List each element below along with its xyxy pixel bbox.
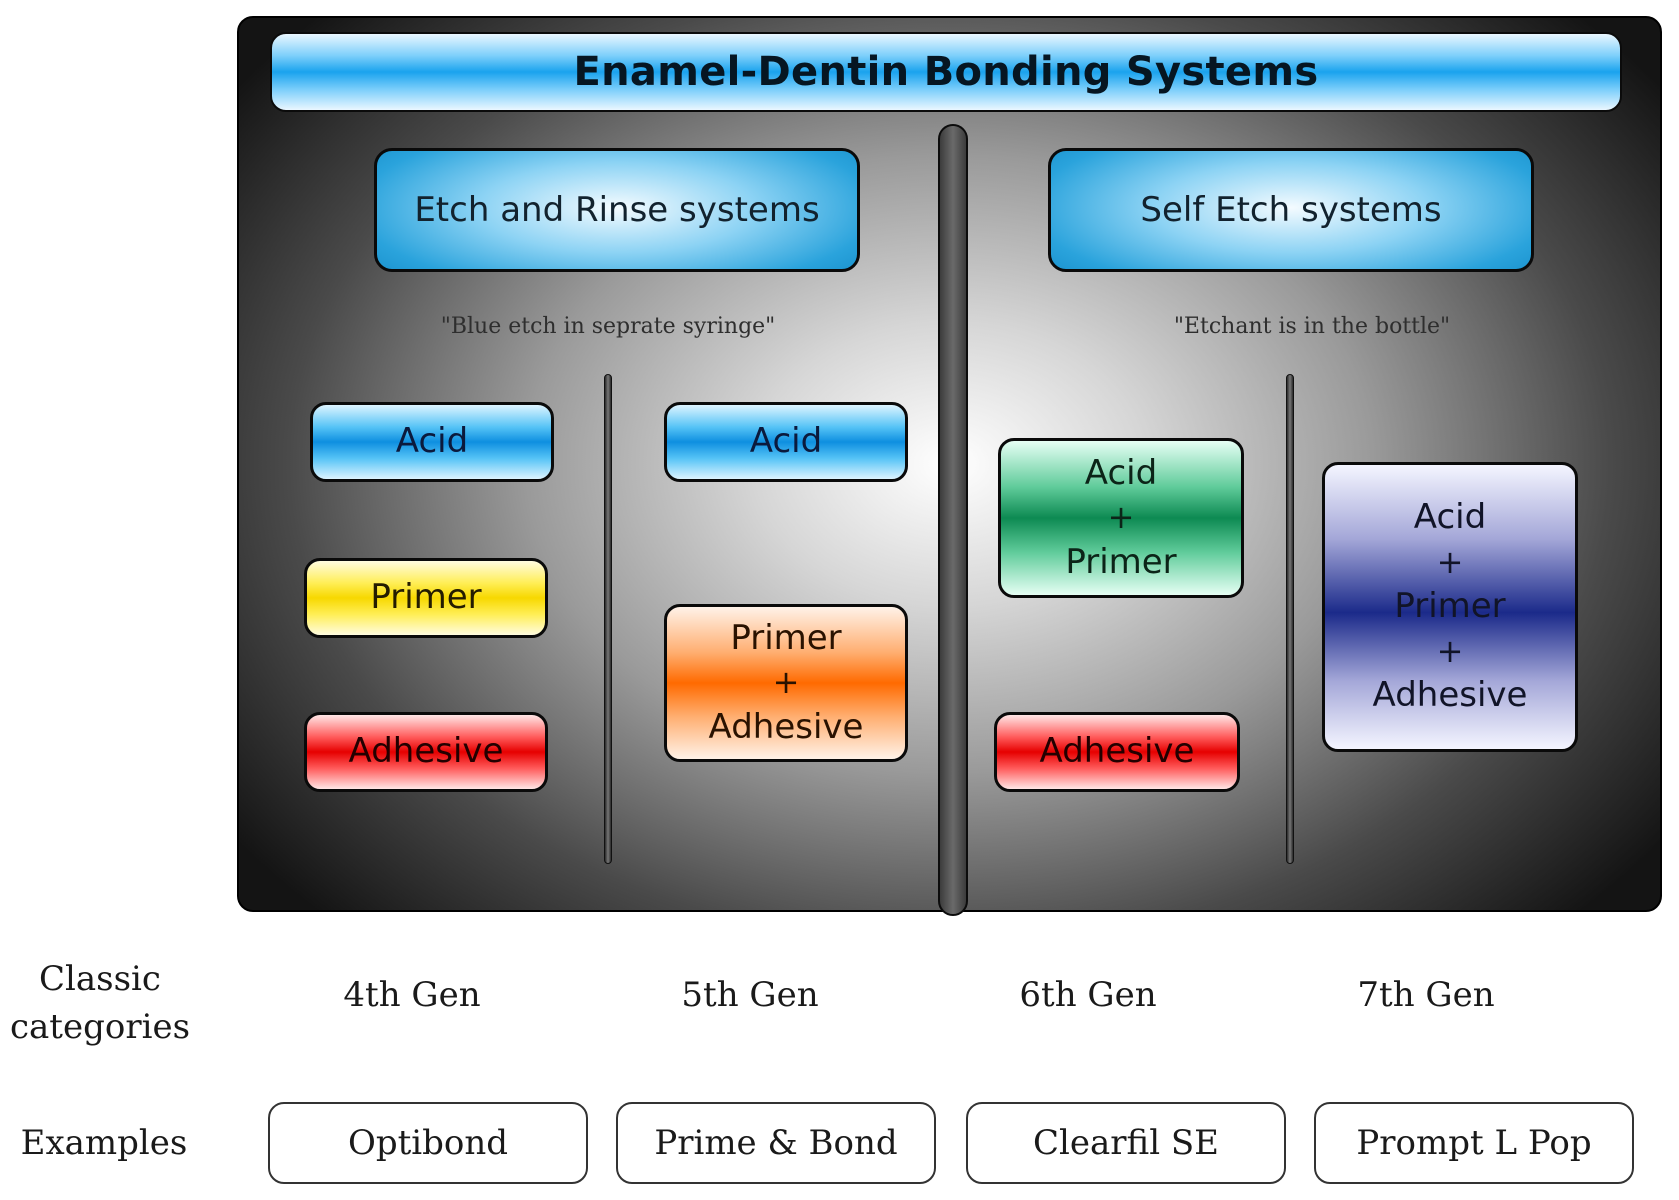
gen7-all-in-one-pill: Acid + Primer + Adhesive <box>1322 462 1578 752</box>
self-etch-systems-box: Self Etch systems <box>1048 148 1534 272</box>
classic-label-line2: categories <box>9 1006 191 1047</box>
gen6-plus-sign: + <box>1107 498 1135 537</box>
gen4-primer-pill: Primer <box>304 558 548 638</box>
gen7-primer-label: Primer <box>1394 586 1506 627</box>
gen4-adhesive-label: Adhesive <box>348 731 504 772</box>
gen7-plus-sign-1: + <box>1436 542 1464 581</box>
gen4-acid-pill: Acid <box>310 402 554 482</box>
gen5-acid-label: Acid <box>749 421 823 462</box>
gen5-adhesive-label: Adhesive <box>708 706 864 747</box>
gen6-acid-label: Acid <box>1084 452 1158 493</box>
gen5-plus-sign: + <box>772 663 800 702</box>
gen6-adhesive-pill: Adhesive <box>994 712 1240 792</box>
gen-label-7th: 7th Gen <box>1357 975 1495 1015</box>
example-clearfil-se: Clearfil SE <box>966 1102 1286 1184</box>
center-divider <box>938 124 968 916</box>
example-prime-and-bond: Prime & Bond <box>616 1102 936 1184</box>
gen7-plus-sign-2: + <box>1436 631 1464 670</box>
examples-label: Examples <box>20 1123 188 1163</box>
gen4-adhesive-pill: Adhesive <box>304 712 548 792</box>
gen-label-5th: 5th Gen <box>681 975 819 1015</box>
gen6-primer-label: Primer <box>1065 541 1177 582</box>
gen7-adhesive-label: Adhesive <box>1372 675 1528 716</box>
etch-rinse-quote: "Blue etch in seprate syringe" <box>440 313 776 339</box>
etch-and-rinse-systems-box: Etch and Rinse systems <box>374 148 860 272</box>
diagram-title: Enamel-Dentin Bonding Systems <box>270 32 1622 112</box>
gen-label-6th: 6th Gen <box>1019 975 1157 1015</box>
classic-categories-label: Classic categories <box>6 956 194 1051</box>
example-prompt-l-pop: Prompt L Pop <box>1314 1102 1634 1184</box>
example-optibond: Optibond <box>268 1102 588 1184</box>
gen5-primer-adhesive-pill: Primer + Adhesive <box>664 604 908 762</box>
gen6-adhesive-label: Adhesive <box>1039 731 1195 772</box>
gen7-acid-label: Acid <box>1413 496 1487 537</box>
gen-label-4th: 4th Gen <box>343 975 481 1015</box>
etch-rinse-divider <box>604 374 612 864</box>
gen4-acid-label: Acid <box>395 421 469 462</box>
gen5-acid-pill: Acid <box>664 402 908 482</box>
classic-label-line1: Classic <box>39 959 161 999</box>
gen5-primer-label: Primer <box>730 617 842 658</box>
self-etch-quote: "Etchant is in the bottle" <box>1173 313 1451 339</box>
gen6-acid-primer-pill: Acid + Primer <box>998 438 1244 598</box>
gen4-primer-label: Primer <box>370 577 482 618</box>
self-etch-divider <box>1286 374 1294 864</box>
